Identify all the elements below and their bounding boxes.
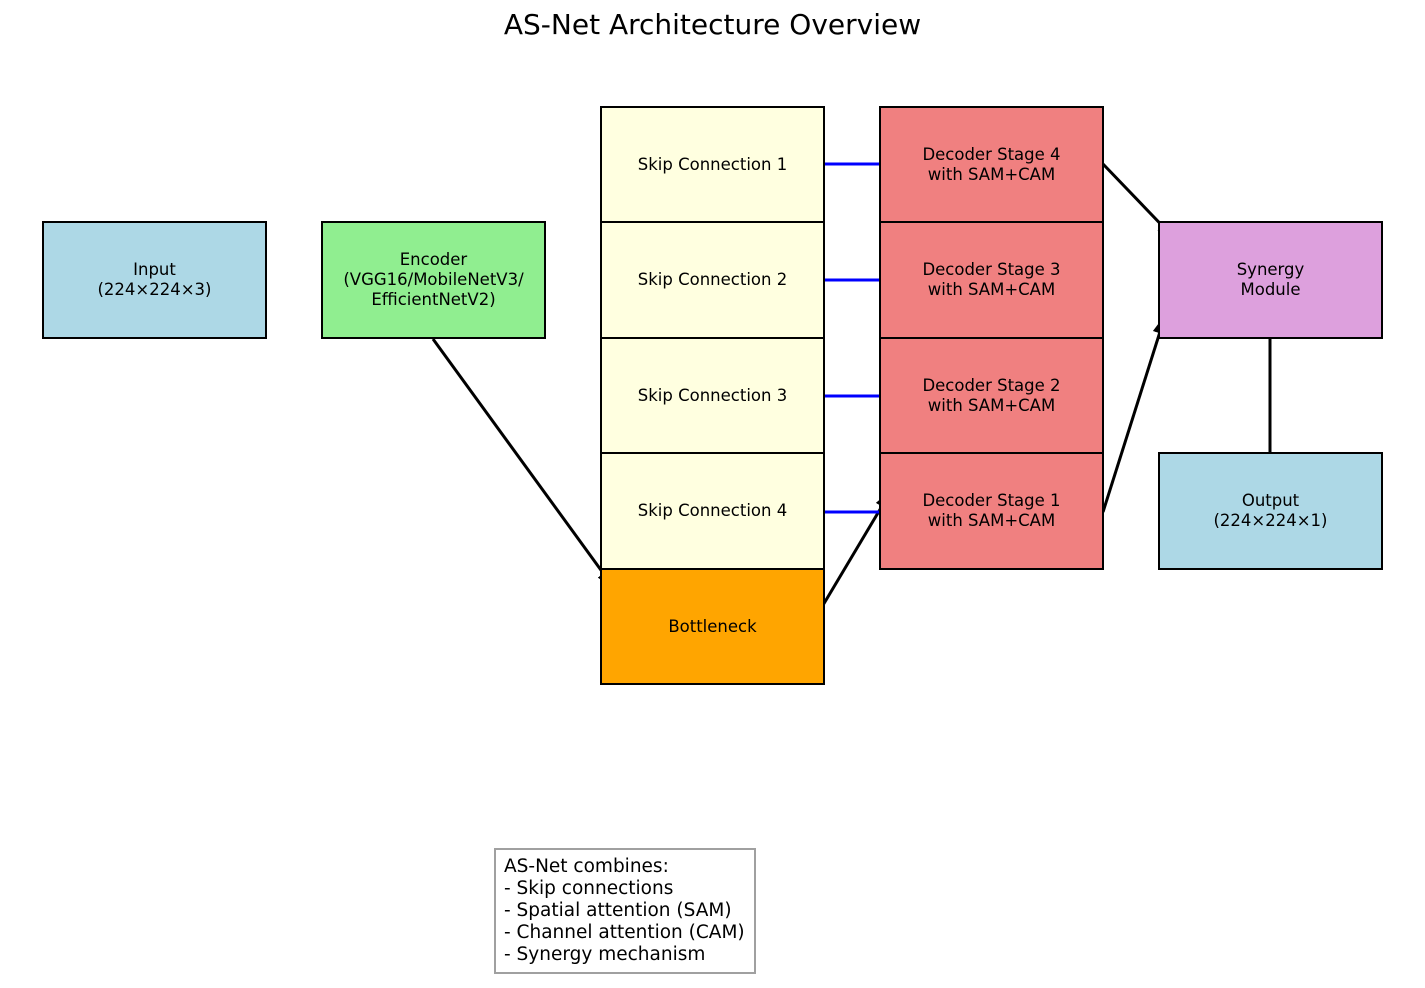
skip-connection-2-node: Skip Connection 2 bbox=[600, 221, 825, 339]
synergy-module-node: Synergy Module bbox=[1158, 221, 1383, 339]
summary-note-box: AS-Net combines: - Skip connections - Sp… bbox=[494, 848, 756, 974]
input-node: Input (224×224×3) bbox=[42, 221, 267, 339]
decoder-stage-1-node: Decoder Stage 1 with SAM+CAM bbox=[879, 452, 1104, 570]
output-node: Output (224×224×1) bbox=[1158, 452, 1383, 570]
arrow-decoder1-to-synergy bbox=[1101, 314, 1167, 513]
bottleneck-node: Bottleneck bbox=[600, 568, 825, 685]
skip-connection-4-node: Skip Connection 4 bbox=[600, 452, 825, 570]
encoder-node: Encoder (VGG16/MobileNetV3/ EfficientNet… bbox=[321, 221, 546, 339]
skip-connection-3-node: Skip Connection 3 bbox=[600, 337, 825, 454]
skip-connection-1-node: Skip Connection 1 bbox=[600, 106, 825, 223]
arrow-encoder-to-bottleneck bbox=[431, 338, 616, 590]
diagram-title: AS-Net Architecture Overview bbox=[503, 8, 922, 41]
decoder-stage-3-node: Decoder Stage 3 with SAM+CAM bbox=[879, 221, 1104, 339]
decoder-stage-4-node: Decoder Stage 4 with SAM+CAM bbox=[879, 106, 1104, 223]
decoder-stage-2-node: Decoder Stage 2 with SAM+CAM bbox=[879, 337, 1104, 454]
